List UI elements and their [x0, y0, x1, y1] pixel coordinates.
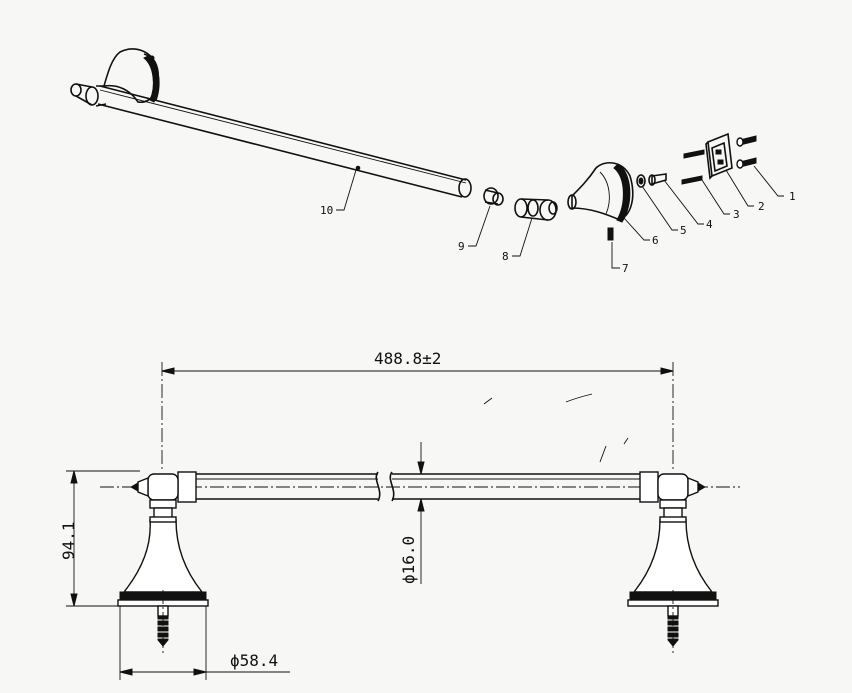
towel-bar — [97, 85, 472, 198]
elevation-bar — [196, 471, 640, 502]
height-label: 94.1 — [59, 521, 78, 560]
height-dimension: 94.1 — [59, 470, 140, 607]
right-flange — [567, 161, 634, 241]
base-diameter-label: ϕ58.4 — [230, 651, 278, 670]
base-diameter-dimension: ϕ58.4 — [119, 606, 290, 680]
callout-2: 2 — [758, 200, 765, 213]
exploded-view: 1 2 3 4 5 6 7 8 9 10 — [70, 48, 796, 275]
part-5-washer — [636, 174, 646, 188]
bar-diameter-label: ϕ16.0 — [399, 536, 418, 584]
callout-7: 7 — [622, 262, 629, 275]
callout-8: 8 — [502, 250, 509, 263]
left-post — [117, 471, 209, 656]
right-post — [627, 471, 719, 656]
callout-3: 3 — [733, 208, 740, 221]
part-4-screw — [648, 173, 667, 186]
callout-4: 4 — [706, 218, 713, 231]
bar-diameter-dimension: ϕ16.0 — [399, 442, 425, 584]
elevation-view: 488.8±2 — [59, 349, 740, 680]
part-1-screws — [736, 135, 757, 169]
callout-6: 6 — [652, 234, 659, 247]
callout-9: 9 — [458, 240, 465, 253]
callout-1: 1 — [789, 190, 796, 203]
overall-length-dimension: 488.8±2 — [161, 349, 674, 375]
overall-length-label: 488.8±2 — [374, 349, 441, 368]
leader-lines — [336, 165, 784, 269]
part-2-bracket — [705, 132, 733, 180]
callout-5: 5 — [680, 224, 687, 237]
part-3-screws — [681, 149, 705, 185]
part-9-sleeve — [483, 187, 504, 206]
callout-10: 10 — [320, 204, 333, 217]
part-8-connector — [514, 198, 558, 221]
